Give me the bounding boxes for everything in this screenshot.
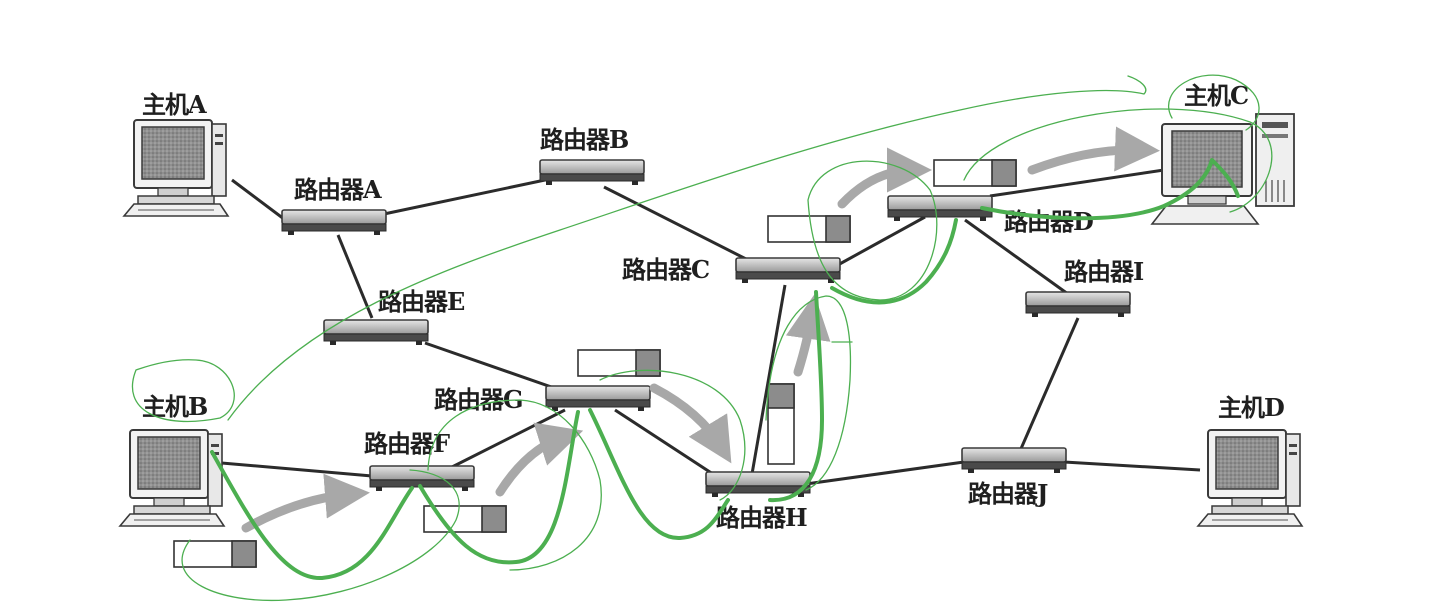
host-c-label: 主机C <box>1184 81 1248 110</box>
desktop-computer-icon <box>119 429 225 527</box>
network-links <box>209 168 1201 486</box>
link-routerD-hostC <box>989 168 1165 198</box>
link-routerC-routerD <box>835 215 926 268</box>
router-icon <box>961 447 1067 474</box>
router-a-label: 路由器A <box>294 175 382 204</box>
packet-icon <box>577 349 661 377</box>
link-routerH-routerC <box>750 284 787 475</box>
packets <box>173 159 1017 568</box>
router-icon <box>539 159 645 186</box>
host-a[interactable]: 主机A <box>123 90 229 217</box>
router-icon <box>1025 291 1131 318</box>
link-hostA-routerA <box>231 178 289 224</box>
link-routerH-routerJ <box>805 460 965 486</box>
link-routerI-routerJ <box>1018 317 1080 452</box>
router-b-label: 路由器B <box>540 125 628 154</box>
host-a-label: 主机A <box>142 90 207 119</box>
flow-arrow-icon <box>1027 126 1160 175</box>
tower-computer-icon <box>1255 113 1295 207</box>
route-annotation <box>131 74 1273 602</box>
router-c-label: 路由器C <box>622 255 709 284</box>
flow-arrow-icon <box>495 422 584 497</box>
router-j-label: 路由器J <box>968 479 1048 508</box>
router-j[interactable]: 路由器J <box>961 447 1067 508</box>
link-routerE-routerG <box>424 341 561 392</box>
router-i[interactable]: 路由器I <box>1025 257 1145 318</box>
link-routerG-routerH <box>614 408 717 478</box>
router-h-label: 路由器H <box>716 503 807 532</box>
desktop-computer-icon <box>123 119 229 217</box>
router-f[interactable]: 路由器F <box>364 429 475 492</box>
router-b[interactable]: 路由器B <box>539 125 645 186</box>
router-icon <box>887 195 993 222</box>
router-d-label: 路由器D <box>1004 207 1093 236</box>
router-e[interactable]: 路由器E <box>323 287 466 346</box>
host-d[interactable]: 主机D <box>1197 393 1303 527</box>
router-c[interactable]: 路由器C <box>622 255 841 284</box>
host-d-label: 主机D <box>1218 393 1284 422</box>
flow-arrow-icon <box>241 473 370 533</box>
router-icon <box>281 209 387 236</box>
router-g[interactable]: 路由器G <box>434 385 651 414</box>
router-e-label: 路由器E <box>378 287 465 316</box>
packet-icon <box>767 383 795 465</box>
link-hostB-routerF <box>209 460 373 478</box>
router-a[interactable]: 路由器A <box>281 175 387 236</box>
router-d[interactable]: 路由器D <box>887 195 1094 236</box>
router-icon <box>323 319 429 346</box>
link-routerA-routerE <box>336 234 374 319</box>
router-g-label: 路由器G <box>434 385 523 414</box>
router-i-label: 路由器I <box>1064 257 1144 286</box>
router-f-label: 路由器F <box>364 429 450 458</box>
flow-arrow-icon <box>649 383 732 464</box>
host-b[interactable]: 主机B <box>119 392 225 527</box>
link-routerF-routerG <box>449 408 566 470</box>
link-routerJ-hostD <box>1063 460 1201 472</box>
link-routerA-routerB <box>383 178 546 216</box>
router-icon <box>545 385 651 412</box>
host-b-label: 主机B <box>142 392 207 421</box>
packet-icon <box>767 215 851 243</box>
flow-arrow-icon <box>785 294 831 377</box>
link-routerD-routerI <box>964 218 1069 296</box>
desktop-computer-icon <box>1197 429 1303 527</box>
router-icon <box>735 257 841 284</box>
router-h[interactable]: 路由器H <box>705 471 811 532</box>
link-routerB-routerC <box>603 185 753 264</box>
